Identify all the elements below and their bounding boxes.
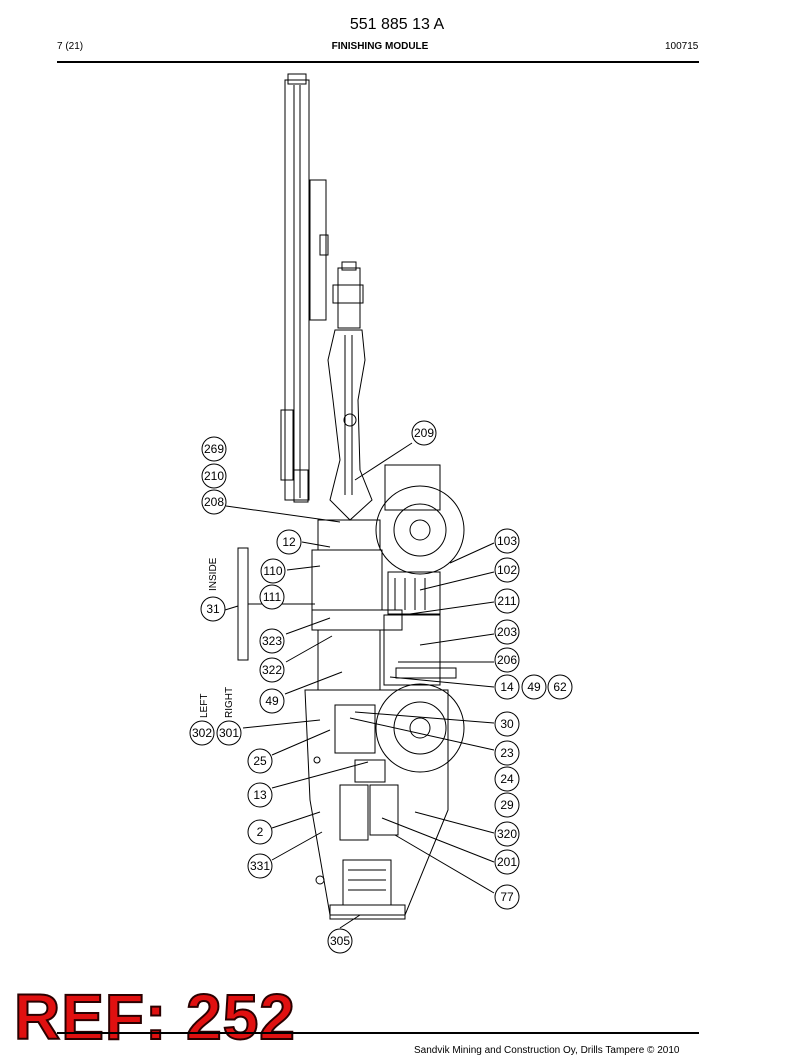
callout: 30 bbox=[494, 711, 520, 737]
callout: 302 bbox=[189, 720, 215, 746]
svg-text:24: 24 bbox=[500, 772, 514, 786]
callout: 206 bbox=[494, 647, 520, 673]
svg-text:103: 103 bbox=[497, 534, 517, 548]
callout: 210 bbox=[201, 463, 227, 489]
callout: 77 bbox=[494, 884, 520, 910]
feed-beam bbox=[280, 73, 329, 503]
callout: 31 bbox=[200, 596, 226, 622]
svg-text:29: 29 bbox=[500, 798, 514, 812]
module-title: FINISHING MODULE bbox=[331, 41, 429, 52]
callout: 211 bbox=[494, 588, 520, 614]
right-label: RIGHT bbox=[224, 687, 235, 718]
callout: 29 bbox=[494, 792, 520, 818]
inside-label: INSIDE bbox=[208, 557, 219, 591]
boom-arm bbox=[327, 261, 441, 521]
document-number: 551 885 13 A bbox=[349, 16, 445, 33]
svg-text:2: 2 bbox=[257, 825, 264, 839]
copyright-text: Sandvik Mining and Construction Oy, Dril… bbox=[414, 1045, 680, 1056]
svg-text:77: 77 bbox=[500, 890, 514, 904]
footer-rule bbox=[57, 1032, 699, 1034]
callout: 322 bbox=[259, 657, 285, 683]
svg-text:110: 110 bbox=[263, 564, 282, 578]
svg-text:13: 13 bbox=[253, 788, 267, 802]
callout: 103 bbox=[494, 528, 520, 554]
svg-text:49: 49 bbox=[265, 694, 279, 708]
svg-text:301: 301 bbox=[219, 726, 239, 740]
callout: 269 bbox=[201, 436, 227, 462]
callout-list: 269 210 208 209 12 110 111 31 323 322 49… bbox=[189, 420, 573, 954]
header-rule bbox=[57, 61, 699, 63]
callout: 320 bbox=[494, 821, 520, 847]
callout: 323 bbox=[259, 628, 285, 654]
svg-text:269: 269 bbox=[204, 442, 224, 456]
svg-text:111: 111 bbox=[263, 590, 282, 604]
svg-text:25: 25 bbox=[253, 754, 267, 768]
callout: 49 bbox=[521, 674, 547, 700]
callout: 305 bbox=[327, 928, 353, 954]
callout: 12 bbox=[276, 529, 302, 555]
svg-text:12: 12 bbox=[282, 535, 296, 549]
rear-wheel bbox=[375, 683, 465, 773]
svg-text:302: 302 bbox=[192, 726, 212, 740]
callout: 208 bbox=[201, 489, 227, 515]
svg-text:30: 30 bbox=[500, 717, 514, 731]
callout: 203 bbox=[494, 619, 520, 645]
document-code: 100715 bbox=[665, 41, 699, 52]
callout: 209 bbox=[411, 420, 437, 446]
callout: 13 bbox=[247, 782, 273, 808]
svg-text:305: 305 bbox=[330, 934, 350, 948]
svg-text:210: 210 bbox=[204, 469, 224, 483]
callout: 25 bbox=[247, 748, 273, 774]
callout: 14 bbox=[494, 674, 520, 700]
callout: 301 bbox=[216, 720, 242, 746]
ref-stamp: REF: 252 bbox=[13, 981, 296, 1053]
page-number: 7 (21) bbox=[57, 41, 84, 52]
callout: 23 bbox=[494, 740, 520, 766]
svg-text:31: 31 bbox=[206, 602, 220, 616]
callout: 49 bbox=[259, 688, 285, 714]
svg-text:209: 209 bbox=[414, 426, 434, 440]
callout: 110 bbox=[260, 558, 286, 584]
svg-text:203: 203 bbox=[497, 625, 517, 639]
svg-text:331: 331 bbox=[250, 859, 270, 873]
callout: 2 bbox=[247, 819, 273, 845]
svg-text:201: 201 bbox=[497, 855, 517, 869]
svg-text:14: 14 bbox=[500, 680, 514, 694]
front-wheel bbox=[375, 485, 465, 575]
svg-text:323: 323 bbox=[262, 634, 282, 648]
svg-text:49: 49 bbox=[527, 680, 541, 694]
callout: 24 bbox=[494, 766, 520, 792]
chassis bbox=[237, 519, 457, 920]
callout: 111 bbox=[259, 584, 285, 610]
svg-text:322: 322 bbox=[262, 663, 282, 677]
leader-lines bbox=[224, 442, 495, 929]
svg-text:208: 208 bbox=[204, 495, 224, 509]
callout: 102 bbox=[494, 557, 520, 583]
svg-text:206: 206 bbox=[497, 653, 517, 667]
svg-text:320: 320 bbox=[497, 827, 517, 841]
svg-text:102: 102 bbox=[497, 563, 517, 577]
callout: 331 bbox=[247, 853, 273, 879]
svg-text:23: 23 bbox=[500, 746, 514, 760]
svg-text:211: 211 bbox=[497, 594, 516, 608]
left-label: LEFT bbox=[199, 694, 210, 718]
callout: 62 bbox=[547, 674, 573, 700]
svg-text:62: 62 bbox=[553, 680, 567, 694]
callout: 201 bbox=[494, 849, 520, 875]
